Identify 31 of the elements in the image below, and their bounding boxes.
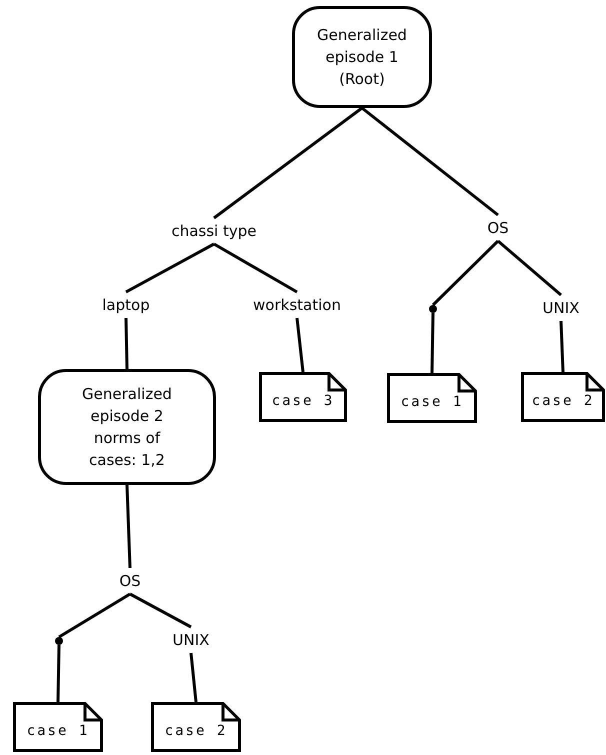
connector-line [432, 240, 500, 306]
connector-line [213, 242, 298, 294]
attribute-label: UNIX [172, 630, 210, 651]
connector-line [430, 312, 434, 374]
attribute-label: OS [119, 571, 141, 592]
case-label: case 2 [164, 722, 228, 740]
connector-line [129, 592, 192, 628]
case-label: case 2 [532, 392, 594, 410]
attribute-label: workstation [253, 295, 341, 316]
attribute-label: laptop [102, 295, 150, 316]
connector-line [560, 320, 564, 372]
connector-line [361, 106, 499, 216]
connector-line [124, 318, 128, 370]
connector-line [125, 242, 215, 294]
connector-line [213, 106, 363, 220]
episode-text: Generalized episode 2 norms of cases: 1,2 [81, 384, 173, 471]
episode-text: Generalized episode 1 (Root) [317, 25, 407, 90]
attribute-label: OS [487, 218, 509, 239]
case-label: case 1 [26, 722, 90, 740]
connector-line [126, 484, 132, 568]
attribute-label: UNIX [542, 298, 580, 319]
connector-line [497, 240, 562, 296]
episode-box [292, 6, 432, 108]
connector-line [296, 318, 304, 372]
episode-box [38, 369, 216, 485]
attribute-label: chassi type [171, 221, 257, 242]
connector-line [56, 644, 60, 702]
connector-line [190, 652, 198, 702]
connector-line [58, 592, 131, 638]
case-label: case 3 [272, 392, 334, 410]
case-label: case 1 [400, 392, 464, 412]
